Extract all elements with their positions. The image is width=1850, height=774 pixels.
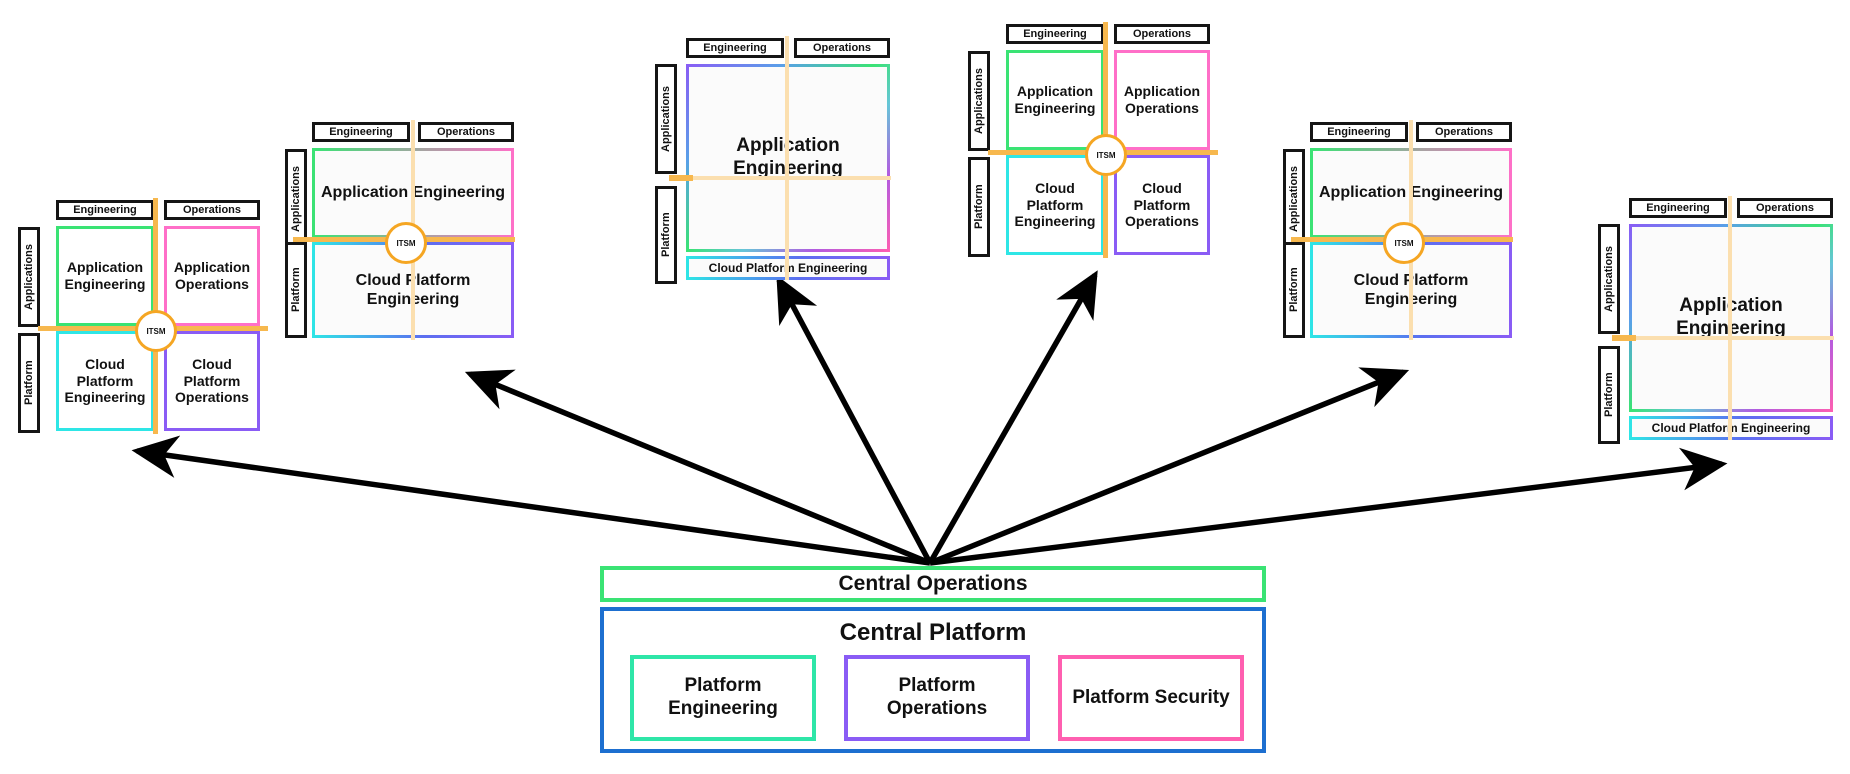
central-operations-box[interactable]: Central Operations (600, 566, 1266, 602)
itsm-axis-horizontal (1612, 336, 1834, 340)
col-head-operations: Operations (418, 122, 514, 142)
cell-application-operations[interactable]: Application Operations (1114, 50, 1210, 150)
arrow-to-unit-5 (928, 367, 1410, 566)
row-head-platform: Platform (18, 333, 40, 433)
cell-application-engineering[interactable]: Application Engineering (56, 226, 154, 326)
row-head-platform: Platform (1283, 242, 1305, 338)
unit-6: Engineering Operations Applications Plat… (1598, 196, 1848, 448)
itsm-axis-stub-left (669, 175, 693, 181)
platform-engineering-box[interactable]: Platform Engineering (630, 655, 816, 741)
cell-cloud-platform-engineering[interactable]: Cloud Platform Engineering (1006, 155, 1104, 255)
col-head-engineering: Engineering (686, 38, 784, 58)
col-head-engineering: Engineering (1006, 24, 1104, 44)
itsm-axis-horizontal (669, 176, 891, 180)
itsm-hub[interactable]: ITSM (1383, 222, 1425, 264)
row-head-platform: Platform (285, 242, 307, 338)
arrow-to-unit-2 (464, 369, 932, 566)
cell-application-engineering[interactable]: Application Engineering (1006, 50, 1104, 150)
itsm-axis-vertical (1728, 196, 1732, 440)
row-head-applications: Applications (18, 227, 40, 327)
col-head-operations: Operations (1737, 198, 1833, 218)
unit-2: Engineering Operations Applications Plat… (285, 120, 515, 372)
row-head-applications: Applications (968, 51, 990, 151)
platform-operations-box[interactable]: Platform Operations (844, 655, 1030, 741)
row-head-platform: Platform (1598, 346, 1620, 444)
row-head-applications: Applications (1598, 224, 1620, 334)
row-head-applications: Applications (655, 64, 677, 174)
arrow-to-unit-1 (131, 435, 931, 566)
col-head-engineering: Engineering (312, 122, 410, 142)
col-head-engineering: Engineering (56, 200, 154, 220)
arrow-to-unit-6 (929, 447, 1728, 566)
arrow-to-unit-4 (927, 270, 1098, 565)
itsm-hub[interactable]: ITSM (135, 310, 177, 352)
cell-cloud-platform-operations[interactable]: Cloud Platform Operations (1114, 155, 1210, 255)
col-head-operations: Operations (164, 200, 260, 220)
row-head-platform: Platform (655, 186, 677, 284)
cell-cloud-platform-engineering[interactable]: Cloud Platform Engineering (56, 331, 154, 431)
platform-security-box[interactable]: Platform Security (1058, 655, 1244, 741)
col-head-engineering: Engineering (1629, 198, 1727, 218)
col-head-operations: Operations (794, 38, 890, 58)
itsm-hub[interactable]: ITSM (385, 222, 427, 264)
itsm-axis-vertical (785, 36, 789, 280)
unit-4: Engineering Operations Applications Plat… (968, 22, 1218, 279)
itsm-hub[interactable]: ITSM (1085, 134, 1127, 176)
central-platform-box[interactable]: Central Platform Platform Engineering Pl… (600, 607, 1266, 753)
row-head-applications: Applications (1283, 149, 1305, 249)
unit-1: Engineering Operations Applications Plat… (18, 198, 268, 455)
cell-application-operations[interactable]: Application Operations (164, 226, 260, 326)
row-head-platform: Platform (968, 157, 990, 257)
central-platform-title: Central Platform (839, 619, 1027, 646)
itsm-axis-stub-left (1612, 335, 1636, 341)
arrow-to-unit-3 (776, 275, 933, 565)
unit-3: Engineering Operations Applications Plat… (655, 36, 905, 284)
col-head-engineering: Engineering (1310, 122, 1408, 142)
row-head-applications: Applications (285, 149, 307, 249)
cell-cloud-platform-operations[interactable]: Cloud Platform Operations (164, 331, 260, 431)
col-head-operations: Operations (1114, 24, 1210, 44)
unit-5: Engineering Operations Applications Plat… (1283, 120, 1513, 372)
col-head-operations: Operations (1416, 122, 1512, 142)
